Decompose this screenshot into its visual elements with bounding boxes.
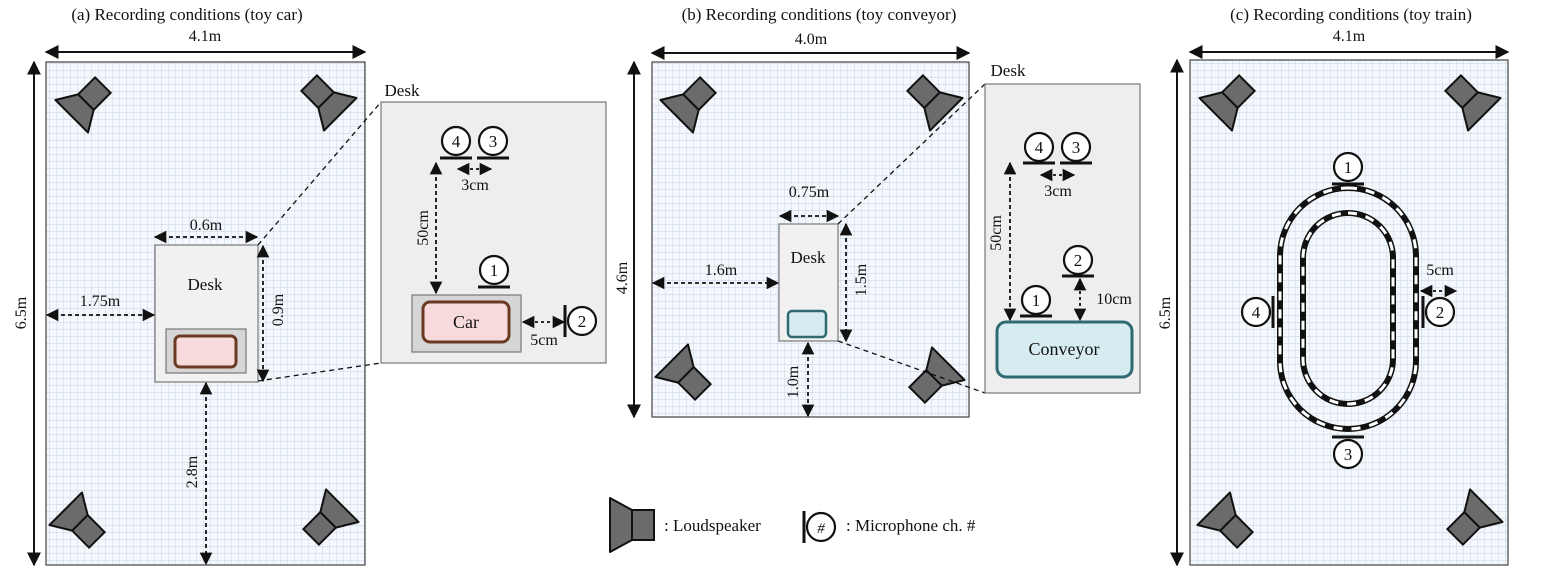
panel-b: (b) Recording conditions (toy conveyor) … [614,5,1141,419]
mic-label: 1 [1032,291,1041,310]
zoom-title-b: Desk [991,61,1026,80]
microphone-icon: 4 [1240,296,1275,328]
mic-label: 4 [1035,138,1044,157]
mic-label: 4 [452,132,461,151]
desk-width-b: 0.75m [789,184,830,201]
wall-gap-a: 1.75m [80,293,121,310]
caption-b: (b) Recording conditions (toy conveyor) [682,5,957,24]
side-gap-a: 5cm [530,332,558,349]
wall-gap-b: 1.6m [705,262,738,279]
mic-label: 2 [578,312,587,331]
microphone-icon: 2 [563,305,598,337]
zoom-title-a: Desk [385,81,420,100]
zoom-line [837,83,986,225]
legend-microphone: : Microphone ch. # [846,516,976,535]
desk-width-a: 0.6m [190,217,223,234]
toy-car-zoom-icon [421,300,511,344]
toy-conveyor-zoom-icon [995,320,1134,379]
mic-label: 4 [1252,303,1261,322]
side-gap-c: 5cm [1426,262,1454,279]
mic-label: 2 [1074,251,1083,270]
caption-a: (a) Recording conditions (toy car) [71,5,302,24]
conveyor-label: Conveyor [1029,339,1100,359]
mic-spacing-a: 3cm [461,177,489,194]
mic-distance-a: 50cm [415,210,432,246]
front-gap-a: 2.8m [184,455,201,488]
microphone-icon: 4 [1023,131,1055,165]
mic-label: 3 [489,132,498,151]
legend: : Loudspeaker # : Microphone ch. # [609,497,976,553]
legend-loudspeaker: : Loudspeaker [664,516,761,535]
desk-depth-b: 1.5m [853,263,870,296]
room-depth-c: 6.5m [1157,296,1174,329]
panel-c: (c) Recording conditions (toy train) 4.1… [1157,5,1510,567]
toy-conveyor-icon [786,309,828,339]
microphone-icon: 3 [477,125,509,160]
mic-spacing-b: 3cm [1044,183,1072,200]
mic-label: 1 [490,261,499,280]
room-depth-b: 4.6m [614,261,631,294]
microphone-icon: 1 [478,254,510,289]
room-depth-a: 6.5m [13,296,30,329]
room-width-b: 4.0m [795,31,828,48]
caption-c: (c) Recording conditions (toy train) [1230,5,1472,24]
microphone-icon: 2 [1421,296,1456,328]
mic-label: 3 [1072,138,1081,157]
mic-label: 2 [1436,303,1445,322]
microphone-icon: 1 [1020,284,1052,318]
desk-depth-a: 0.9m [270,293,287,326]
legend-mic-symbol: # [817,521,825,537]
front-gap-b: 1.0m [785,365,802,398]
zoom-line [257,101,382,246]
microphone-icon: 4 [440,125,472,160]
panel-a: (a) Recording conditions (toy car) 4.1m … [13,5,607,567]
legend-loudspeaker-icon [609,497,655,553]
room-width-a: 4.1m [189,28,222,45]
microphone-icon: 1 [1332,151,1364,186]
mic-label: 1 [1344,158,1353,177]
zoom-line [257,362,382,382]
room-c [1189,59,1509,566]
desk-label-b: Desk [791,248,826,267]
side-gap-b: 10cm [1096,291,1132,308]
microphone-icon: 3 [1060,131,1092,165]
legend-microphone-icon: # [802,511,837,543]
room-width-c: 4.1m [1333,28,1366,45]
microphone-icon: 2 [1062,244,1094,278]
mic-distance-b: 50cm [988,215,1005,251]
desk-label-a: Desk [188,275,223,294]
microphone-icon: 3 [1332,435,1364,470]
car-label: Car [453,312,479,332]
toy-car-icon [173,334,238,369]
mic-label: 3 [1344,445,1353,464]
zoom-line [837,340,986,394]
toy-train-track [1277,185,1419,432]
